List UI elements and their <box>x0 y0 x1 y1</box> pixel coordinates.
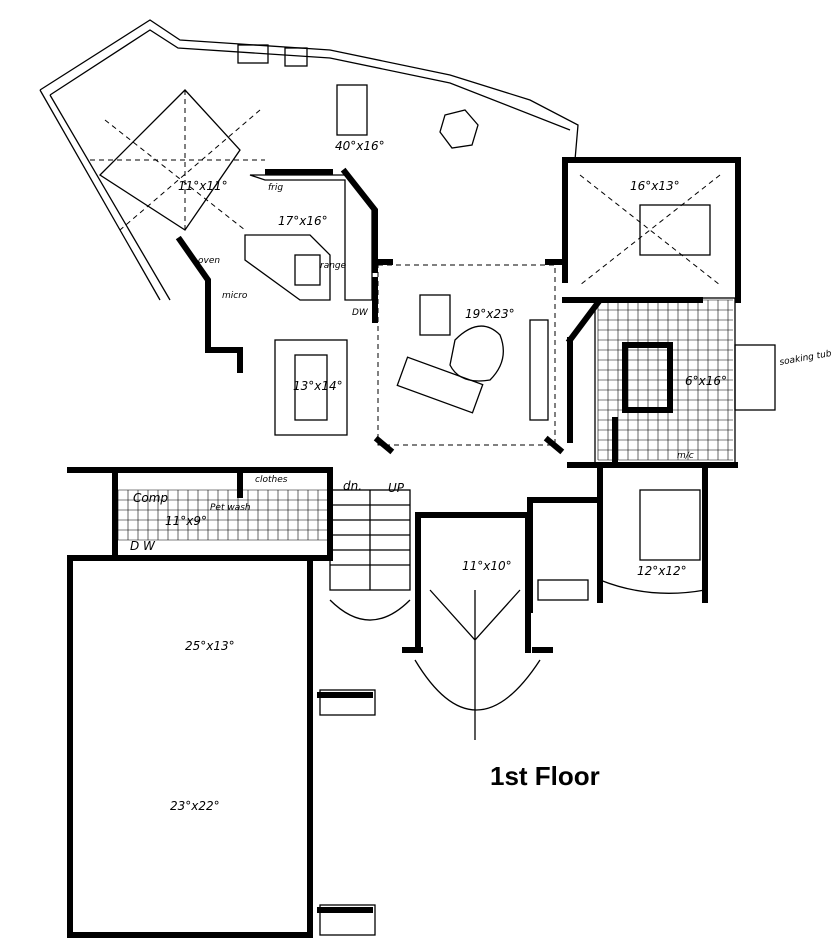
range <box>294 254 321 286</box>
garage-wall <box>67 555 373 938</box>
porch-outline <box>39 19 579 161</box>
stairs <box>329 489 411 621</box>
porch-outline-inner <box>49 29 571 131</box>
porch-round-table <box>439 109 479 149</box>
room-label-bedroom2: 12°x12° <box>637 564 687 578</box>
stairs-down-label: dn. <box>343 479 362 493</box>
room-label-foyer: 11°x10° <box>462 559 512 573</box>
kitchen-island <box>244 234 331 301</box>
master-bath-tile <box>594 297 736 464</box>
comp-label: Comp <box>133 491 168 505</box>
room-label-master-bedroom: 16°x13° <box>630 179 680 193</box>
laundry-tile <box>117 489 329 541</box>
room-label-kitchen: 17°x16° <box>278 214 328 228</box>
room-label-breakfast: 13°x14° <box>293 379 343 393</box>
oven-label: oven <box>198 256 220 266</box>
pet-wash-label: Pet wash <box>210 503 251 513</box>
soaking-tub <box>734 344 776 411</box>
frig-label: frig <box>268 183 283 193</box>
bedroom2-wall <box>527 467 708 613</box>
soaking-tub-label: soaking tub <box>779 349 833 368</box>
room-label-master-bath: 6°x16° <box>685 374 727 388</box>
room-label-garage-bay: 25°x13° <box>185 639 235 653</box>
laundry-wall <box>67 467 333 561</box>
room-label-great-room: 19°x23° <box>465 307 515 321</box>
mc-label: m/c <box>677 451 694 461</box>
clothes-label: clothes <box>255 475 288 485</box>
breakfast-room <box>274 339 348 436</box>
stairs-up-label: UP <box>388 481 405 495</box>
dw-laundry-label: D W <box>130 539 156 553</box>
room-label-laundry: 11°x9° <box>165 514 207 528</box>
dining-room <box>98 89 241 231</box>
floor-title: 1st Floor <box>490 761 600 791</box>
room-label-dining: 11°x11° <box>178 179 228 193</box>
dw-kitchen-label: DW <box>352 308 369 318</box>
fireplace <box>529 319 549 421</box>
micro-label: micro <box>222 291 248 301</box>
kitchen-wall <box>175 167 378 373</box>
room-label-garage: 23°x22° <box>170 799 220 813</box>
bathtub <box>537 579 589 601</box>
foyer-porch <box>414 659 541 711</box>
range-label: range <box>320 261 347 271</box>
porch-table <box>336 84 368 136</box>
room-label-porch: 40°x16° <box>335 139 385 153</box>
great-room-outline <box>377 264 556 446</box>
